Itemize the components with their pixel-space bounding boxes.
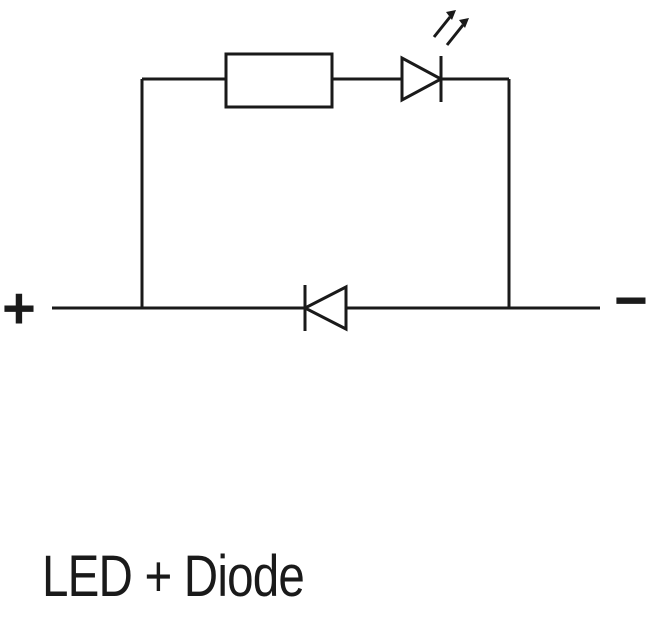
led-icon bbox=[400, 10, 469, 103]
positive-terminal-label: + bbox=[2, 276, 36, 341]
diode-icon bbox=[301, 284, 348, 332]
diagram-caption: LED + Diode bbox=[42, 544, 305, 609]
negative-terminal-label: − bbox=[614, 268, 648, 333]
resistor-icon bbox=[224, 52, 334, 109]
light-emission-arrows-icon bbox=[432, 10, 469, 46]
